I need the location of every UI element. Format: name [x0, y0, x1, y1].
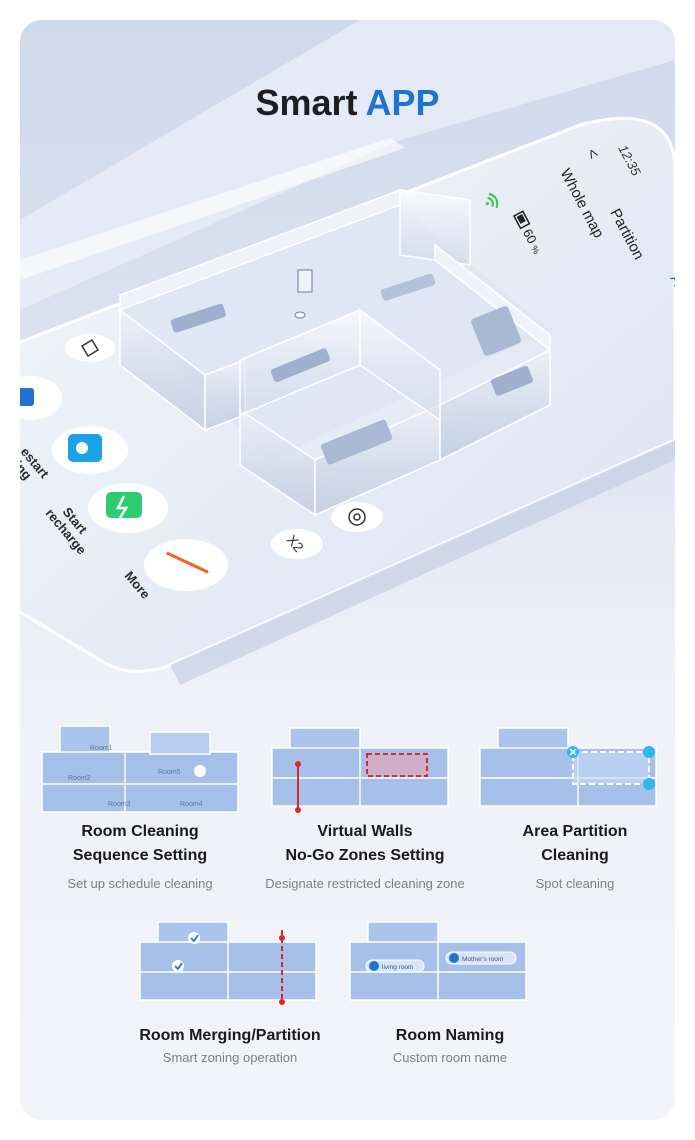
selected-area: [572, 751, 650, 785]
room4-label: Room4: [180, 801, 203, 808]
x2-button[interactable]: X2: [271, 529, 323, 559]
back-plate: [20, 20, 675, 310]
hero-illustration: 12:35 < Whole map Partition A 60 %: [20, 20, 675, 685]
rotate-icon: [80, 338, 100, 358]
no-go-zone: [366, 753, 428, 777]
robot-dock-icon: [194, 765, 206, 777]
feature-subtitle: Designate restricted cleaning zone: [265, 876, 465, 891]
title-smart: Smart: [255, 82, 358, 123]
map-edit-button[interactable]: [52, 426, 128, 474]
wifi-icon: [485, 192, 499, 209]
feature-title-line1: Virtual Walls: [317, 823, 413, 840]
feature-subtitle: Set up schedule cleaning: [67, 876, 213, 891]
feature-subtitle: Spot cleaning: [535, 876, 615, 891]
restart-icon: [20, 388, 34, 406]
feature-room-naming: Room Naming Custom room name: [360, 1024, 540, 1065]
feature-title-line2: No-Go Zones Setting: [285, 847, 445, 864]
room-merge-map: [139, 921, 317, 1005]
feature-subtitle: Custom room name: [392, 1050, 508, 1065]
rotate-area-icon: [643, 746, 655, 758]
start-recharge-button[interactable]: [88, 483, 168, 533]
virtual-walls-map: [271, 727, 449, 813]
battery-icon: [512, 210, 531, 230]
feature-title-line2: Sequence Setting: [72, 847, 208, 864]
check-icon: [369, 961, 379, 971]
robot-station-icon: [297, 269, 313, 293]
room3-label: Room3: [108, 801, 131, 808]
target-button[interactable]: [331, 502, 383, 532]
title-app: APP: [365, 82, 440, 123]
feature-virtual-walls: Virtual Walls No-Go Zones Setting Design…: [260, 820, 470, 891]
room2-label: Room2: [68, 775, 91, 782]
area-partition-map: [479, 727, 657, 807]
recharge-icon: [106, 492, 142, 518]
more-icon: [166, 551, 209, 574]
room-sequence-map: Room1 Room2 Room3 Room4 Room5: [41, 725, 239, 813]
feature-title-line1: Area Partition: [522, 823, 628, 840]
feature-room-merging: Room Merging/Partition Smart zoning oper…: [130, 1024, 330, 1065]
robot-icon: [294, 311, 306, 319]
feature-room-sequence: Room Cleaning Sequence Setting Set up sc…: [40, 820, 240, 891]
tab-partial[interactable]: A: [666, 272, 675, 289]
room-name-1: living room: [382, 964, 413, 971]
room-name-2: Mother's room: [462, 956, 503, 963]
feature-area-partition: Area Partition Cleaning Spot cleaning: [480, 820, 670, 891]
more-button[interactable]: [144, 538, 228, 591]
feature-title-line2: Cleaning: [541, 847, 609, 864]
battery-unit: %: [529, 244, 542, 256]
check-icon: [449, 953, 459, 963]
room1-label: Room1: [90, 745, 113, 752]
feature-title: Room Naming: [395, 1027, 505, 1044]
floorplan-3d: [119, 188, 551, 517]
feature-subtitle: Smart zoning operation: [162, 1050, 298, 1065]
feature-title-line1: Room Cleaning: [81, 823, 199, 840]
room-naming-map: living room Mother's room: [349, 921, 527, 1001]
feature-title: Room Merging/Partition: [139, 1027, 321, 1044]
name-tag: [445, 951, 517, 965]
target-icon: [348, 508, 366, 526]
app-feature-card: 12:35 < Whole map Partition A 60 %: [20, 20, 675, 1120]
resize-area-icon: [643, 778, 655, 790]
rotate-map-button[interactable]: [65, 334, 115, 362]
room5-label: Room5: [158, 769, 181, 776]
battery-indicator: 60 %: [512, 210, 542, 256]
restart-cleaning-button[interactable]: [20, 376, 62, 420]
name-tag: [365, 959, 425, 973]
battery-value: 60: [520, 226, 540, 246]
